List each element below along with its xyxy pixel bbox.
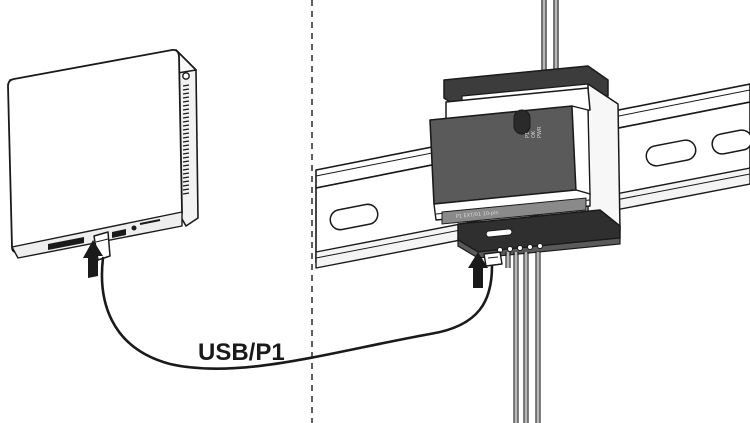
insert-arrow-icon — [83, 240, 103, 278]
vent-slots — [182, 84, 190, 195]
led-indicator — [513, 109, 531, 135]
insert-arrow-icon — [468, 252, 488, 288]
led-label-p1: P1 — [525, 132, 531, 138]
rail-slots — [329, 129, 750, 231]
status-led — [182, 72, 190, 80]
led-label-ok: OK — [531, 130, 537, 138]
led-label-pwr: PWR — [537, 126, 543, 138]
bottom-ports — [48, 219, 161, 250]
bottom-wires — [505, 252, 541, 423]
cable-label: USB/P1 — [198, 339, 285, 366]
top-wires — [541, 0, 559, 82]
din-module: PWR OK P1 P1 EXT/01 10-pin — [429, 65, 621, 259]
terminal-block — [497, 243, 543, 253]
module-front-text: P1 EXT/01 10-pin — [456, 210, 499, 220]
gateway-device — [7, 48, 199, 261]
usb-p1-cable — [100, 256, 494, 370]
usb-plug-right — [483, 251, 503, 267]
